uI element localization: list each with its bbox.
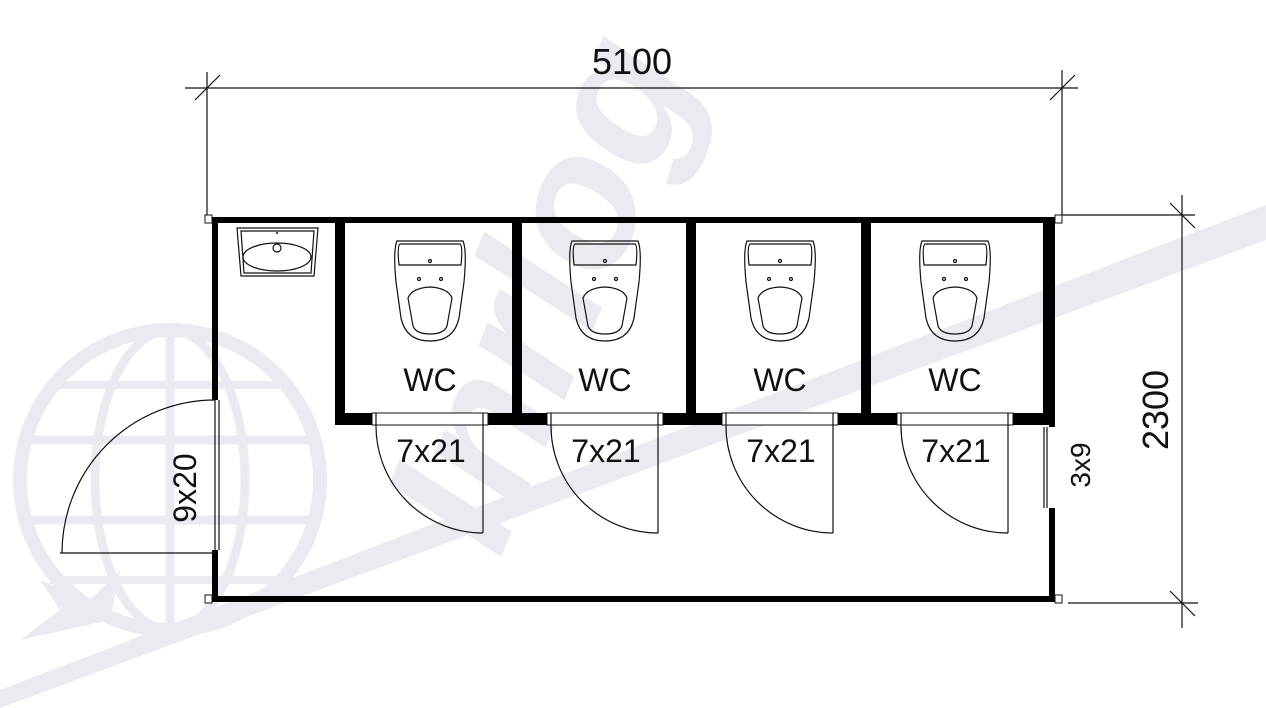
toilet-icon (744, 240, 816, 342)
side-door[interactable]: 3x9 (1043, 427, 1096, 508)
wc-label: WC (403, 362, 456, 398)
cubicle-door[interactable]: 7x21 (371, 412, 489, 534)
entrance-door[interactable]: 9x20 (60, 399, 220, 554)
toilet-icon (394, 240, 466, 342)
depth-dimension: 2300 (1062, 195, 1198, 628)
wc-cubicle: WC 7x21 (335, 240, 522, 534)
watermark-swoosh (0, 205, 1266, 708)
width-dimension-label: 5100 (592, 41, 672, 82)
outer-walls (204, 214, 1063, 604)
door-size-label: 7x21 (921, 433, 990, 469)
cubicle-walls (335, 217, 1051, 425)
width-dimension: 5100 (185, 41, 1078, 215)
door-size-label: 7x21 (571, 433, 640, 469)
wc-label: WC (928, 362, 981, 398)
depth-dimension-label: 2300 (1135, 370, 1176, 450)
cubicle-door[interactable]: 7x21 (546, 412, 664, 534)
cubicle-door[interactable]: 7x21 (896, 412, 1014, 534)
sink-icon (236, 227, 319, 277)
toilet-icon (569, 240, 641, 342)
toilet-icon (919, 240, 991, 342)
cubicle-door[interactable]: 7x21 (721, 412, 839, 534)
wc-cubicle: WC 7x21 (861, 240, 1051, 534)
side-door-label: 3x9 (1065, 442, 1096, 487)
entrance-door-label: 9x20 (167, 453, 203, 522)
wc-cubicle: WC 7x21 (512, 240, 696, 534)
door-size-label: 7x21 (746, 433, 815, 469)
wc-label: WC (578, 362, 631, 398)
wc-label: WC (753, 362, 806, 398)
door-size-label: 7x21 (396, 433, 465, 469)
